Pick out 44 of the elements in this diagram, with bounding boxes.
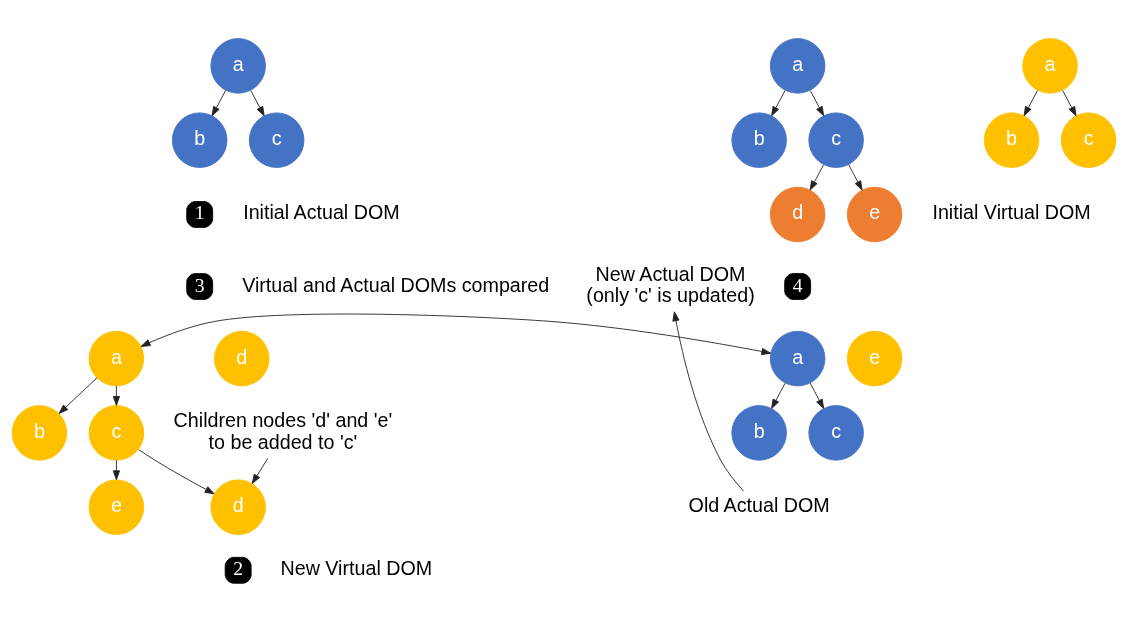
arrow (112, 385, 120, 406)
arrow (211, 89, 226, 116)
arrow (112, 459, 120, 480)
arrow (138, 448, 215, 494)
node-circle: a (1022, 37, 1078, 94)
node-circle: d (214, 330, 270, 386)
node-circle: a (769, 37, 826, 94)
node-circle: b (171, 111, 228, 168)
node-circle: b (983, 111, 1040, 168)
node-circle: e (88, 478, 145, 535)
node-circle: e (846, 186, 903, 242)
arrow (1023, 89, 1038, 116)
node-circle: c (248, 111, 305, 168)
arrow (251, 457, 269, 484)
node-label: Initial Actual DOM (243, 200, 400, 223)
arrow (672, 310, 744, 491)
node-label: Virtual and Actual DOMs compared (242, 273, 550, 296)
arrow (771, 382, 786, 409)
arrow (809, 163, 824, 190)
node-circle: c (88, 404, 145, 461)
node-circle: c (808, 111, 864, 168)
node-label: New Virtual DOM (280, 556, 433, 579)
node-circle: d (769, 186, 826, 242)
label: Initial Virtual DOM (932, 200, 1091, 223)
node-text: Old Actual DOM (688, 493, 830, 516)
node-circle: c (808, 404, 864, 461)
node-circle: b (731, 404, 787, 461)
arrow (250, 89, 265, 116)
arrow (58, 376, 98, 414)
node-circle: b (731, 111, 787, 168)
node-text: New Actual DOM (only 'c' is updated) (586, 262, 755, 306)
arrow (1062, 89, 1077, 116)
node-circle: a (769, 330, 826, 386)
node-circle: c (1060, 111, 1117, 168)
arrow (809, 89, 825, 116)
node-circle: d (210, 478, 266, 535)
arrow (848, 163, 863, 190)
arrow (771, 89, 786, 116)
node-circle: e (846, 330, 903, 386)
node-text: Children nodes 'd' and 'e' to be added to 'c' (173, 408, 393, 453)
arrow (809, 382, 825, 409)
node-circle: a (210, 37, 266, 94)
arrow (140, 313, 772, 355)
node-circle: a (88, 330, 145, 386)
